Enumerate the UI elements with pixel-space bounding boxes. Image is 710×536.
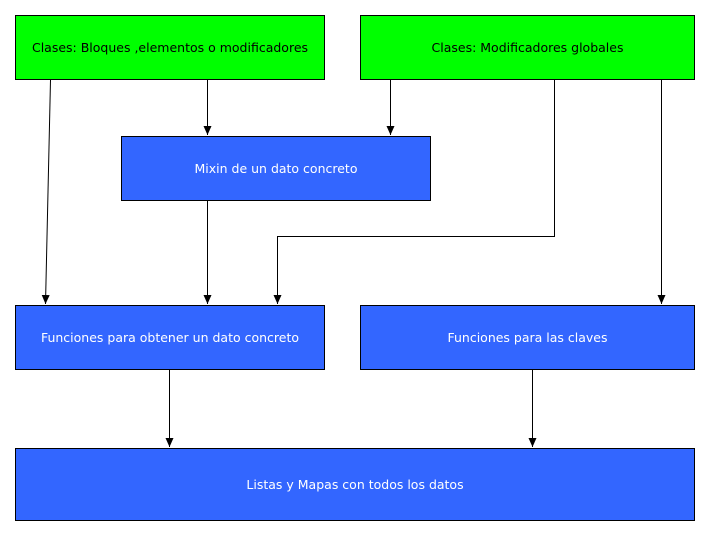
node-listas-mapas-label: Listas y Mapas con todos los datos — [246, 477, 464, 492]
node-clases-modificadores: Clases: Modificadores globales — [360, 15, 695, 80]
node-funciones-dato-label: Funciones para obtener un dato concreto — [40, 330, 300, 345]
node-listas-mapas: Listas y Mapas con todos los datos — [15, 448, 695, 521]
edge-clases-modificadores-to-funciones-dato — [273, 80, 555, 304]
node-funciones-dato: Funciones para obtener un dato concreto — [15, 305, 325, 370]
node-clases-bloques-label: Clases: Bloques ,elementos o modificador… — [31, 40, 309, 55]
node-mixin-dato-label: Mixin de un dato concreto — [194, 161, 358, 176]
node-clases-bloques: Clases: Bloques ,elementos o modificador… — [15, 15, 325, 80]
node-clases-modificadores-label: Clases: Modificadores globales — [431, 40, 624, 55]
node-funciones-claves: Funciones para las claves — [360, 305, 695, 370]
node-funciones-claves-label: Funciones para las claves — [447, 330, 608, 345]
node-mixin-dato: Mixin de un dato concreto — [121, 136, 431, 201]
edge-clases-bloques-to-funciones-dato — [41, 79, 51, 305]
